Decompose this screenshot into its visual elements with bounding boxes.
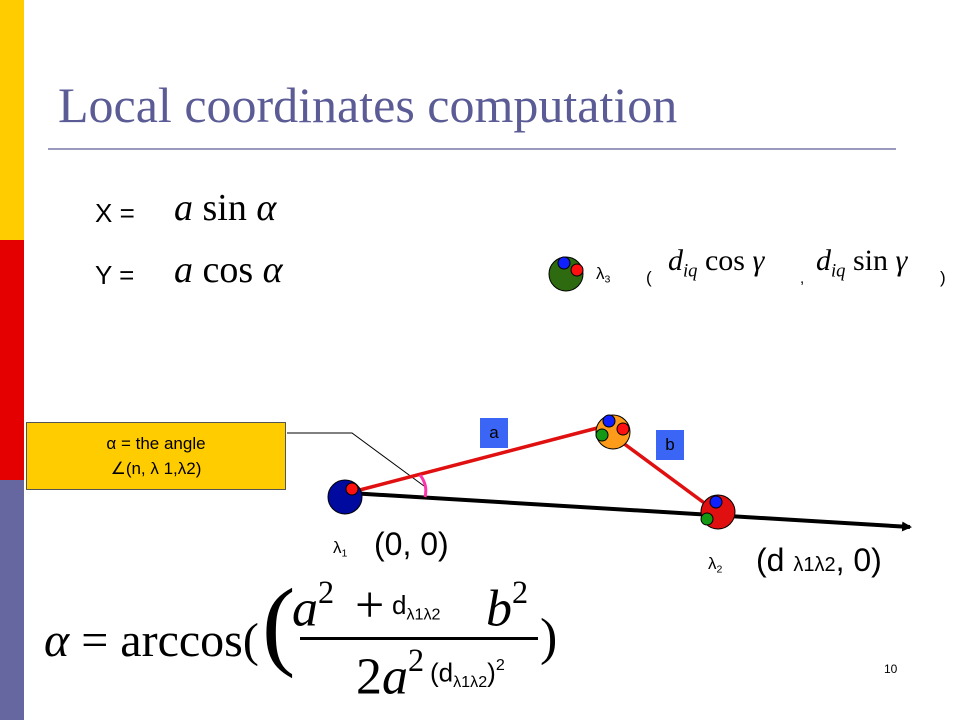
lambda2-label: λ2 — [708, 554, 723, 576]
lambda2-coordinate: (d λ1λ2, 0) — [756, 542, 882, 578]
node-apex-blue-dot — [602, 414, 616, 428]
title-divider — [48, 148, 896, 150]
lambda3-label: λ3 — [596, 264, 611, 286]
x-expr-var: α — [256, 187, 277, 229]
page-number: 10 — [884, 662, 898, 676]
edge-b-tag: b — [656, 430, 684, 460]
lambda1-label: λ1 — [333, 538, 348, 560]
node-lambda1-red-dot — [345, 482, 359, 496]
node-lambda2-blue-dot — [709, 495, 723, 509]
angle-definition-callout: α = the angle ∠(n, λ 1,λ2) — [26, 422, 286, 490]
slide-title: Local coordinates computation — [58, 77, 678, 133]
side-bar-red — [0, 240, 24, 480]
angle-alpha-arc — [418, 474, 428, 498]
numerator-plus: + — [355, 577, 385, 634]
origin-coordinate: (0, 0) — [374, 526, 449, 562]
node-apex-red-dot — [616, 422, 630, 436]
side-bar-purple — [0, 480, 24, 720]
lambda3-x-expression: diq cos γ — [668, 244, 765, 282]
denominator-2a-squared: 2a2 — [356, 642, 425, 706]
y-expr-var: α — [262, 249, 283, 291]
node-lambda2-green-dot — [700, 512, 714, 526]
callout-line1: α = the angle — [106, 434, 206, 453]
edge-b — [617, 438, 709, 507]
node-lambda3-red-dot — [570, 263, 584, 277]
equation-close-paren: ) — [540, 609, 558, 666]
edge-a — [351, 424, 606, 494]
y-expr-a: a — [174, 249, 193, 291]
denominator-overlay-distance-squared: (dλ1λ2)2 — [430, 656, 505, 692]
lambda3-comma: , — [800, 270, 805, 287]
y-label: Y = — [95, 260, 135, 290]
lambda3-open-paren: ( — [646, 268, 652, 287]
x-expr-a: a — [174, 187, 193, 229]
x-label: X = — [95, 198, 135, 228]
numerator-a-squared: a2 — [292, 574, 335, 638]
edge-a-tag: a — [480, 418, 508, 448]
lambda3-close-paren: ) — [940, 268, 946, 287]
y-expr-fn: cos — [202, 249, 254, 291]
fraction-bar — [300, 637, 538, 640]
alpha-equation-lhs: α = arccos( — [44, 614, 259, 667]
node-apex-green-dot — [595, 428, 609, 442]
side-bar-yellow — [0, 0, 24, 240]
callout-leader-line — [287, 432, 425, 487]
x-expr-fn: sin — [202, 187, 247, 229]
numerator-overlay-distance: dλ1λ2 — [392, 590, 441, 625]
x-expression: a sin α — [174, 186, 276, 230]
lambda3-y-expression: diq sin γ — [816, 244, 908, 282]
node-lambda3-blue-dot — [557, 256, 571, 270]
x-axis-arrow — [349, 491, 912, 532]
numerator-b-squared: b2 — [486, 574, 529, 638]
y-expression: a cos α — [174, 248, 283, 292]
equation-big-paren-open: ( — [262, 568, 296, 679]
callout-line2: ∠(n, λ 1,λ2) — [110, 459, 202, 478]
